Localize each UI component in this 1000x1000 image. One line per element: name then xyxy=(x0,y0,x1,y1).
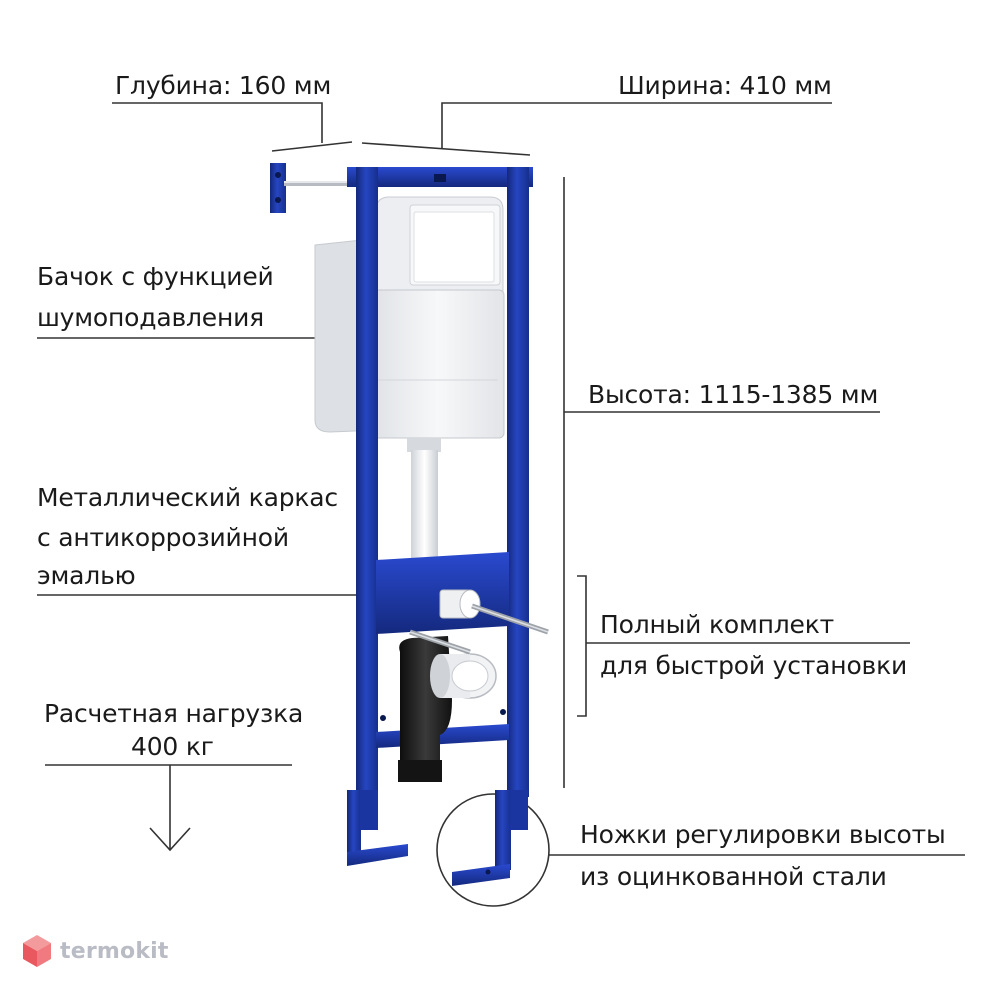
termokit-logo: termokit xyxy=(22,934,169,968)
frame-label-line3: эмалью xyxy=(37,561,136,590)
width-label: Ширина: 410 мм xyxy=(618,71,832,100)
width-leader-line xyxy=(441,102,832,148)
leader-lines xyxy=(37,102,965,907)
legs-highlight-circle xyxy=(436,793,550,907)
kit-label-line2: для быстрой установки xyxy=(600,651,908,680)
depth-label: Глубина: 160 мм xyxy=(115,71,332,100)
load-arrow-head xyxy=(149,827,191,852)
depth-dimension-line xyxy=(271,141,353,152)
load-label-line2: 400 кг xyxy=(131,732,214,761)
legs-label-line1: Ножки регулировки высоты xyxy=(580,820,946,849)
wall-bracket xyxy=(270,163,350,213)
tank-label-line2: шумоподавления xyxy=(37,303,264,332)
tank-label-line1: Бачок с функцией xyxy=(37,262,274,291)
cistern-tank xyxy=(314,196,505,578)
logo-text: termokit xyxy=(60,938,169,964)
width-dimension-line xyxy=(361,142,531,156)
load-label-line1: Расчетная нагрузка xyxy=(44,699,304,728)
frame-label-line2: с антикоррозийной xyxy=(37,523,289,552)
logo-cube-icon xyxy=(23,935,51,967)
frame-label-line1: Металлический каркас xyxy=(37,483,338,512)
drain-fittings xyxy=(398,589,549,782)
depth-leader-line xyxy=(112,102,323,143)
legs-label-line2: из оцинкованной стали xyxy=(580,862,887,891)
kit-label-line1: Полный комплект xyxy=(600,610,834,639)
adjustable-legs xyxy=(347,790,528,886)
steel-frame xyxy=(347,167,533,797)
height-label: Высота: 1115-1385 мм xyxy=(588,380,879,409)
kit-bracket xyxy=(577,575,587,717)
